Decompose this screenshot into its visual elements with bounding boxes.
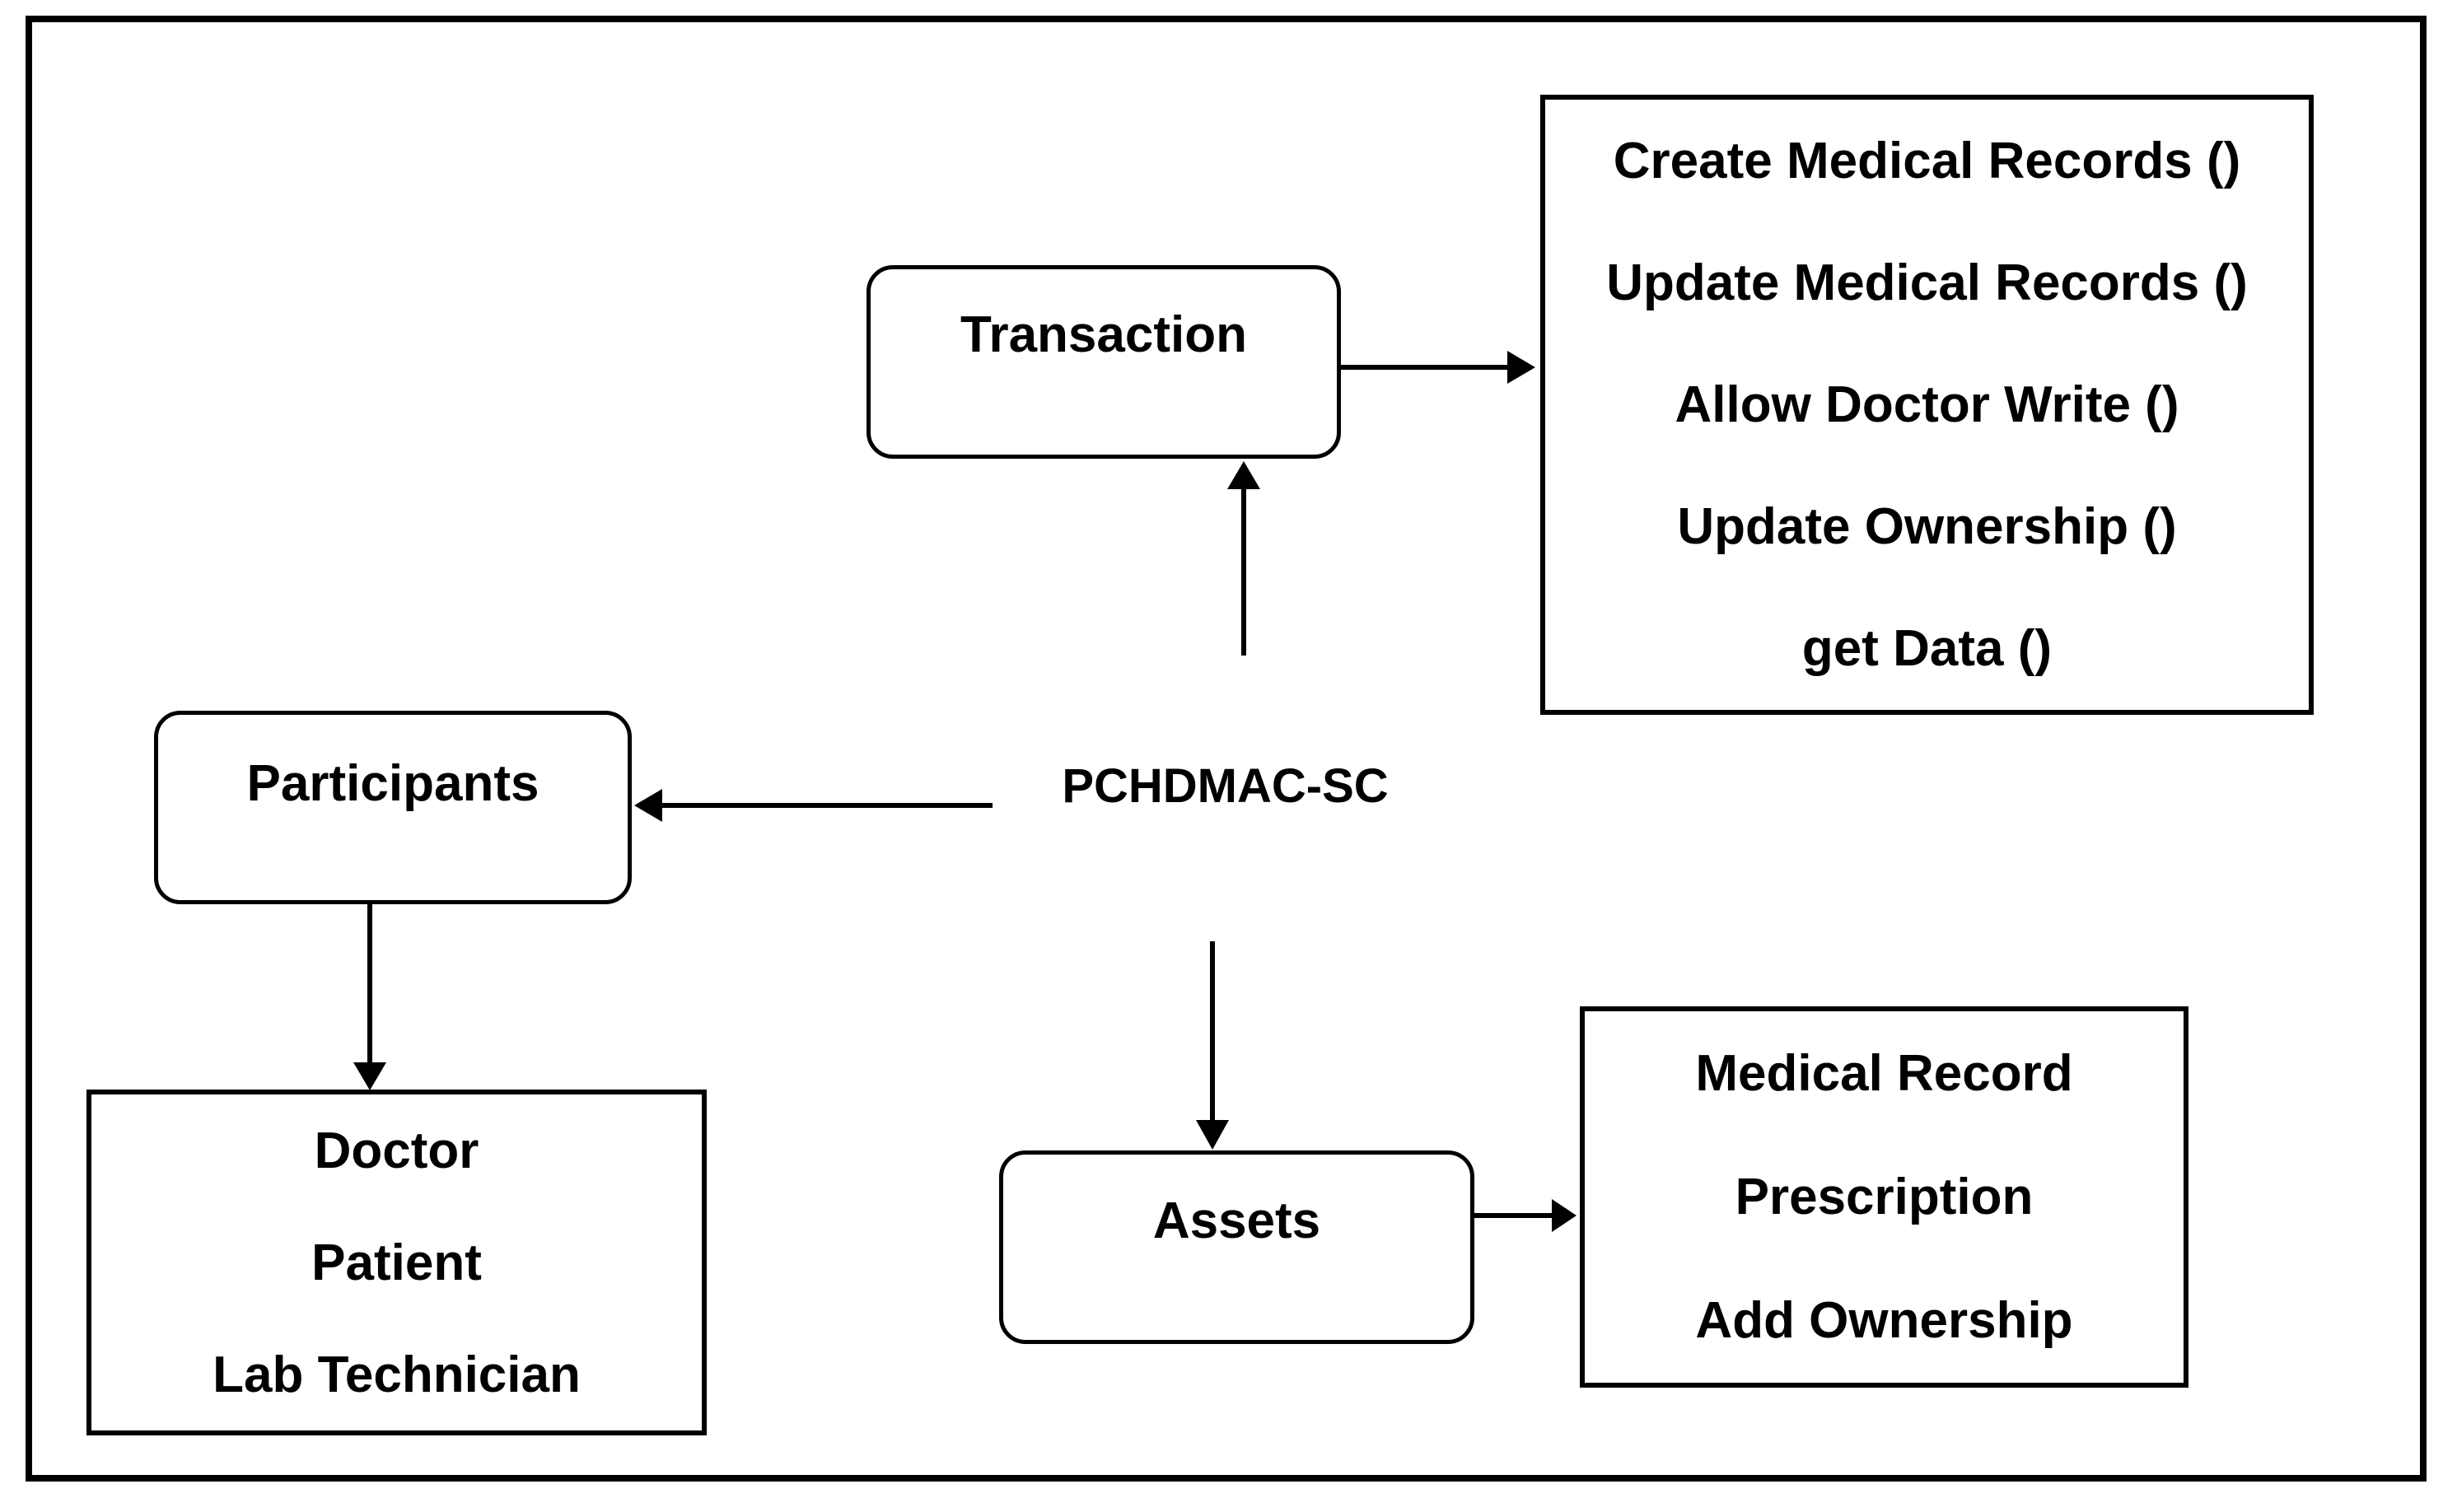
role-item: Doctor: [314, 1122, 479, 1179]
asset-item: Medical Record: [1695, 1044, 2073, 1102]
role-item: Patient: [311, 1234, 482, 1291]
method-item: get Data (): [1801, 620, 2053, 678]
node-participants-label: Participants: [246, 755, 540, 813]
method-item: Allow Doctor Write (): [1675, 376, 2179, 433]
asset-item: Prescription: [1735, 1168, 2034, 1225]
method-item: Update Medical Records (): [1606, 254, 2248, 311]
node-pchdmac-sc-label: PCHDMAC-SC: [1062, 759, 1389, 814]
node-participants: Participants: [154, 711, 632, 904]
method-item: Create Medical Records (): [1613, 132, 2241, 189]
method-item: Update Ownership (): [1677, 498, 2177, 556]
transaction-methods-box: Create Medical Records () Update Medical…: [1540, 95, 2314, 715]
node-transaction-label: Transaction: [960, 306, 1247, 364]
node-transaction: Transaction: [866, 265, 1341, 459]
participant-roles-box: Doctor Patient Lab Technician: [86, 1090, 707, 1435]
role-item: Lab Technician: [213, 1346, 581, 1403]
node-assets: Assets: [999, 1150, 1474, 1344]
node-pchdmac-sc: PCHDMAC-SC: [993, 646, 1458, 941]
asset-items-box: Medical Record Prescription Add Ownershi…: [1580, 1006, 2188, 1388]
node-assets-label: Assets: [1152, 1192, 1321, 1250]
asset-item: Add Ownership: [1695, 1292, 2073, 1350]
